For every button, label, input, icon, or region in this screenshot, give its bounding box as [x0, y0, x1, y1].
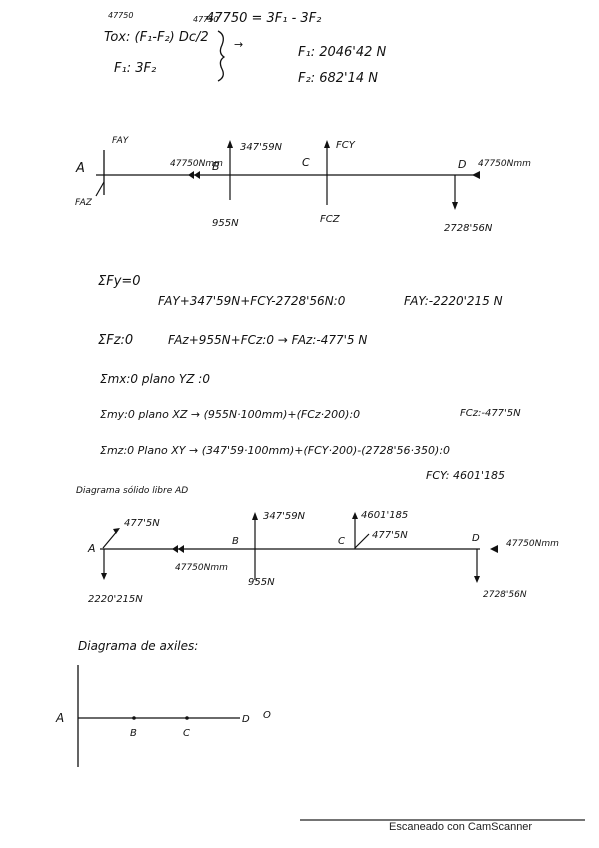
ratio-equation: F₁: 3F₂	[114, 61, 156, 76]
force-note: 47750	[193, 15, 218, 24]
axial-label-b: B	[130, 728, 137, 739]
faz-arrow	[95, 181, 105, 197]
label-b2-up: 347'59N	[263, 511, 306, 522]
fbd-2: Diagrama sólido libre AD A 477'5N 2220'2…	[76, 485, 559, 605]
f1-result: F₁: 2046'42 N	[298, 45, 387, 60]
eq-sum-fy-expr: FAY+347'59N+FCY-2728'56N:0	[158, 294, 346, 308]
label-c: C	[302, 156, 310, 169]
torque-note: 47750	[108, 11, 133, 20]
axial-label-d: D	[242, 714, 250, 725]
diagram2-title: Diagrama sólido libre AD	[76, 485, 188, 496]
label-fcy: FCY	[336, 140, 356, 151]
force-c-up-arrow	[324, 140, 330, 148]
axial-diagram: Diagrama de axiles: A B C D O	[55, 639, 271, 767]
camscanner-watermark: Escaneado con CamScanner	[389, 821, 533, 833]
eq-sum-fz-expr: FAz+955N+FCz:0 → FAz:-477'5 N	[168, 333, 367, 347]
label-c2-up: 4601'185	[361, 510, 408, 521]
f2-result: F₂: 682'14 N	[298, 71, 378, 86]
c2-z-arrow	[354, 533, 370, 549]
eq-fcz-result: FCz:-477'5N	[460, 408, 521, 419]
label-a-z: 477'5N	[124, 518, 160, 529]
label-c2-z: 477'5N	[372, 530, 408, 541]
d2-down-arrowhead	[474, 576, 480, 583]
label-b-2: B	[232, 536, 239, 547]
axial-label-a: A	[55, 711, 64, 725]
eq-fay-result: FAY:-2220'215 N	[404, 294, 503, 308]
arrow-symbol: →	[234, 38, 243, 51]
label-b2-moment: 47750Nmm	[175, 563, 228, 573]
eq-fcy-result: FCY: 4601'185	[426, 469, 505, 482]
label-d2-down: 2728'56N	[483, 590, 527, 600]
axial-label-c: C	[183, 728, 190, 739]
label-force-b-up: 347'59N	[240, 142, 283, 153]
fbd-1: A FAY FAZ 47750Nmm 347'59N B 955N FCY C …	[75, 136, 531, 234]
label-fay: FAY	[112, 136, 130, 146]
label-b: B	[212, 160, 220, 173]
eq-sum-fy: ΣFy=0	[98, 274, 141, 289]
a-z-arrowhead	[113, 528, 120, 534]
label-faz: FAZ	[75, 198, 93, 208]
label-d2-moment: 47750Nmm	[506, 539, 559, 549]
label-b2-down: 955N	[248, 577, 275, 588]
force-b-up-arrow	[227, 140, 233, 148]
top-equations: 47750 Tox: (F₁-F₂) Dc/2 47750 47750 = 3F…	[104, 11, 387, 86]
a-y-arrowhead	[101, 573, 107, 580]
eq-sum-mz: Σmz:0 Plano XY → (347'59·100mm)+(FCY·200…	[100, 444, 450, 457]
label-a: A	[75, 161, 85, 176]
label-force-d: 2728'56N	[444, 223, 493, 234]
label-moment-d: 47750Nmm	[478, 159, 531, 169]
eq-sum-fz: ΣFz:0	[98, 333, 133, 348]
label-a-2: A	[87, 542, 96, 555]
torque-equation: Tox: (F₁-F₂) Dc/2	[104, 30, 209, 45]
moment-b-icon	[188, 171, 200, 179]
equilibrium-equations: ΣFy=0 FAY+347'59N+FCY-2728'56N:0 FAY:-22…	[98, 274, 521, 482]
eq-sum-mx: Σmx:0 plano YZ :0	[100, 372, 210, 386]
label-force-b-down: 955N	[212, 218, 239, 229]
label-fcz: FCZ	[320, 214, 341, 225]
label-a-y: 2220'215N	[88, 594, 143, 605]
label-d: D	[458, 158, 466, 171]
axial-point-c	[185, 716, 189, 720]
c2-up-arrowhead	[352, 512, 358, 519]
axial-point-b	[132, 716, 136, 720]
force-d-down-arrow	[452, 202, 458, 210]
moment-d-icon	[472, 171, 480, 179]
label-d-2: D	[472, 533, 480, 544]
label-c-2: C	[338, 536, 345, 547]
eq-sum-my: Σmy:0 plano XZ → (955N·100mm)+(FCz·200):…	[100, 408, 360, 421]
brace	[217, 30, 226, 82]
diagram3-title: Diagrama de axiles:	[78, 639, 198, 653]
moment-b2-icon	[172, 545, 184, 553]
b2-up-arrowhead	[252, 512, 258, 520]
label-moment-b: 47750Nmm	[170, 159, 223, 169]
axial-label-o: O	[263, 710, 271, 721]
moment-d2-icon	[490, 545, 498, 553]
main-equation: 47750 = 3F₁ - 3F₂	[206, 11, 321, 26]
